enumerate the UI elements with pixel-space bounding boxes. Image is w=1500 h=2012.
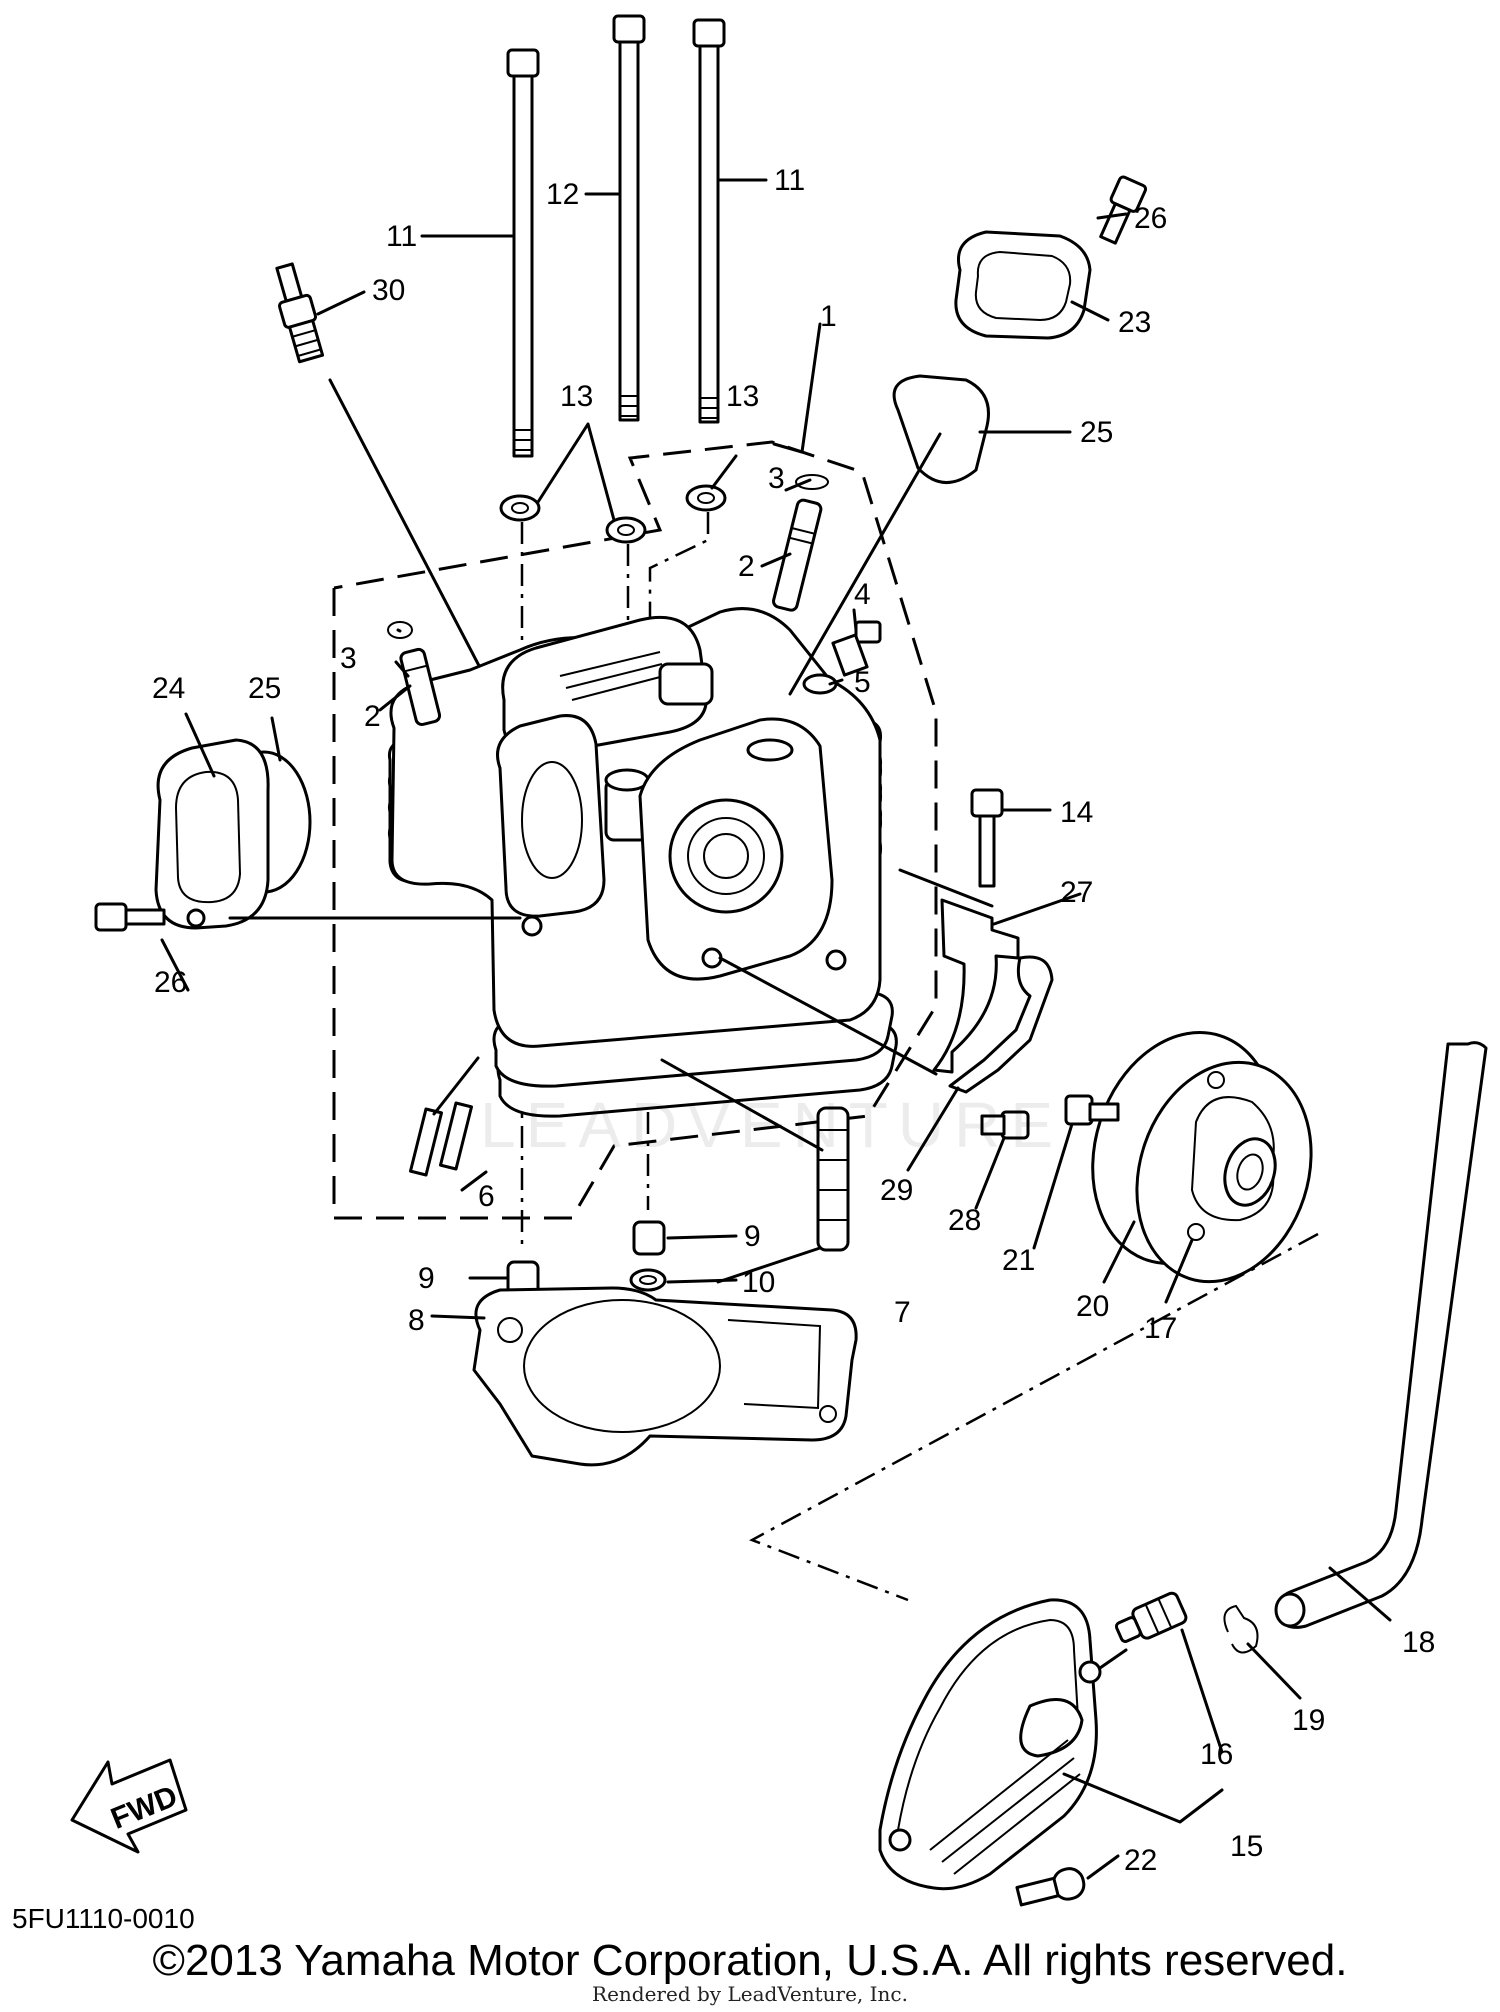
callout-12: 12 — [546, 178, 579, 211]
callout-2-left: 2 — [364, 700, 381, 733]
callout-8: 8 — [408, 1304, 425, 1337]
valve-cover-24-left — [154, 738, 270, 930]
callout-18: 18 — [1402, 1626, 1435, 1659]
assembly-boundary — [332, 440, 938, 1220]
callout-25-right: 25 — [1080, 416, 1113, 449]
callout-5: 5 — [854, 666, 871, 699]
callout-15: 15 — [1230, 1830, 1263, 1863]
callout-16: 16 — [1200, 1738, 1233, 1771]
callout-23: 23 — [1118, 306, 1151, 339]
cylinder-head — [387, 607, 898, 1118]
callout-6: 6 — [478, 1180, 495, 1213]
callout-26-left: 26 — [154, 966, 187, 999]
bolt-21 — [1064, 1094, 1120, 1126]
watermark: LEADVENTURE — [480, 1089, 1063, 1161]
washer-13-c — [685, 484, 727, 512]
fwd-arrow: FWD — [70, 1758, 188, 1854]
gasket-27 — [932, 898, 1020, 1074]
pin-7 — [816, 1106, 850, 1252]
callout-10: 10 — [742, 1266, 775, 1299]
head-bolt-11-left — [506, 48, 540, 458]
head-bolt-12 — [612, 14, 646, 422]
callout-19: 19 — [1292, 1704, 1325, 1737]
callout-3-right: 3 — [768, 462, 785, 495]
callout-24: 24 — [152, 672, 185, 705]
callout-13-right: 13 — [726, 380, 759, 413]
head-gasket — [472, 1286, 858, 1467]
callout-27: 27 — [1060, 876, 1093, 909]
washer-13-a — [499, 494, 541, 522]
callout-29: 29 — [880, 1174, 913, 1207]
washer-5 — [802, 673, 838, 695]
callout-9-right: 9 — [744, 1220, 761, 1253]
callout-11-left: 11 — [386, 220, 417, 253]
callout-20: 20 — [1076, 1290, 1109, 1323]
valve-clip-3-left — [387, 621, 413, 639]
side-cover-15 — [878, 1598, 1102, 1891]
copyright-notice: ©2013 Yamaha Motor Corporation, U.S.A. A… — [152, 1936, 1348, 1985]
dowel-6 — [408, 1101, 474, 1177]
callout-3-left: 3 — [340, 642, 357, 675]
callout-9-left: 9 — [418, 1262, 435, 1295]
head-bolt-11-right — [692, 18, 726, 424]
callout-13-left: 13 — [560, 380, 593, 413]
hose-clip — [1223, 1604, 1259, 1654]
callout-21: 21 — [1002, 1244, 1035, 1277]
renderer-credit: Rendered by LeadVenture, Inc. — [592, 1982, 908, 2006]
bolt-26-left — [94, 902, 166, 932]
callout-17: 17 — [1144, 1312, 1177, 1345]
bolt-14 — [970, 788, 1004, 888]
washer-10 — [629, 1268, 667, 1292]
valve-clip-3-right — [795, 474, 829, 490]
leader-lines — [160, 178, 1392, 1880]
callout-4: 4 — [854, 578, 871, 611]
washer-13-b — [605, 516, 647, 544]
bushing-9-right — [632, 1220, 666, 1256]
gasket-25-right — [892, 374, 990, 484]
spark-plug — [275, 262, 325, 364]
valve-guide-2-right — [772, 498, 823, 612]
bolt-4 — [831, 620, 882, 677]
callout-2-right: 2 — [738, 550, 755, 583]
callout-28: 28 — [948, 1204, 981, 1237]
callout-14: 14 — [1060, 796, 1093, 829]
callout-25-left: 25 — [248, 672, 281, 705]
callout-11-right: 11 — [774, 164, 805, 197]
callout-26-right: 26 — [1134, 202, 1167, 235]
callout-1: 1 — [820, 300, 837, 333]
cam-cover-17 — [1091, 1031, 1313, 1284]
bolt-22 — [1015, 1867, 1086, 1907]
callout-numbers: 11 12 11 30 13 13 1 3 2 4 5 3 2 25 23 26… — [152, 164, 1435, 1877]
valve-guide-2-left — [399, 647, 442, 727]
callout-7: 7 — [894, 1296, 911, 1329]
diagram-code: 5FU1110-0010 — [12, 1903, 195, 1934]
plug-16 — [1114, 1591, 1188, 1643]
callout-30: 30 — [372, 274, 405, 307]
callout-22: 22 — [1124, 1844, 1157, 1877]
bolt-28 — [980, 1110, 1030, 1140]
